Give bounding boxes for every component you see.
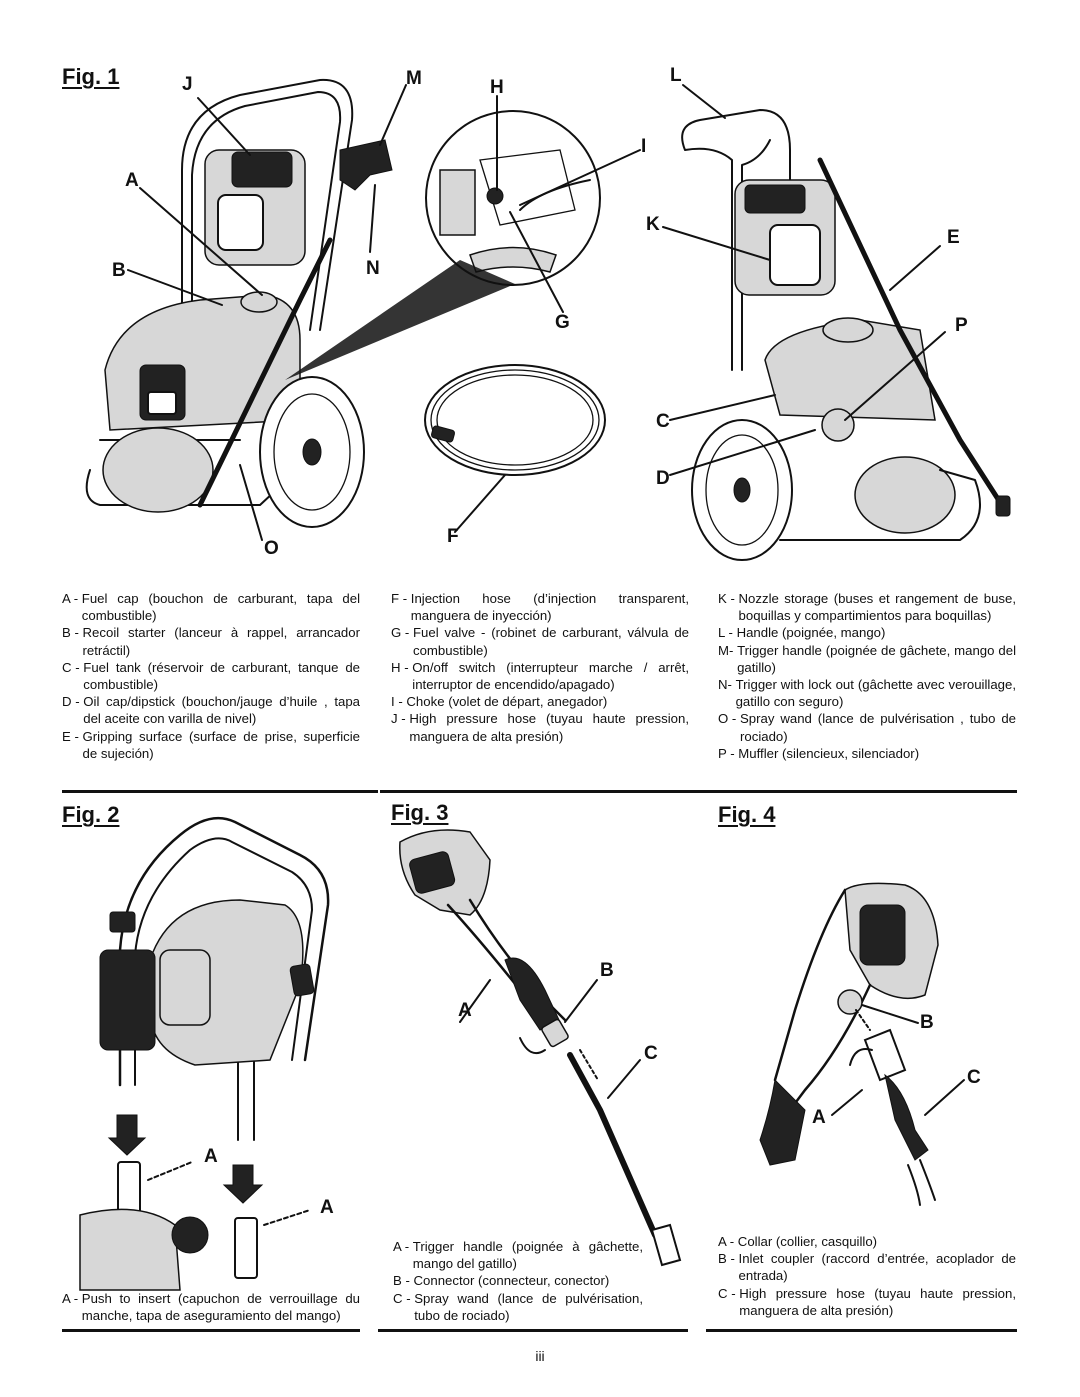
callout-p: P	[955, 315, 968, 336]
legend-item: F - Injection hose (d’injection transpar…	[391, 591, 689, 624]
legend-item: O - Spray wand (lance de pulvérisation ,…	[718, 711, 1016, 744]
legend-item: A - Fuel cap (bouchon de carburant, tapa…	[62, 591, 360, 624]
legend-item: C - Spray wand (lance de pulvérisation, …	[393, 1290, 643, 1323]
legend-item: G - Fuel valve - (robinet de carburant, …	[391, 625, 689, 658]
callout-j: J	[182, 74, 193, 95]
fig4-legend: A - Collar (collier, casquillo) B - Inle…	[718, 1233, 1016, 1319]
fig2-legend: A - Push to insert (capuchon de verrouil…	[62, 1290, 360, 1324]
fig3-callout-a: A	[458, 1000, 472, 1021]
legend-item: K - Nozzle storage (buses et rangement d…	[718, 591, 1016, 624]
callout-h: H	[490, 77, 504, 98]
legend-item: A - Collar (collier, casquillo)	[718, 1234, 878, 1249]
legend-item: B - Recoil starter (lanceur à rappel, ar…	[62, 625, 360, 658]
legend-item: C - High pressure hose (tuyau haute pres…	[718, 1285, 1016, 1318]
callout-d: D	[656, 468, 670, 489]
callout-b: B	[112, 260, 126, 281]
legend-item: B - Connector (connecteur, conector)	[393, 1273, 610, 1289]
page-number: iii	[535, 1348, 545, 1364]
callout-n: N	[366, 258, 380, 279]
fig4-title: Fig. 4	[718, 802, 776, 827]
fig4-bottom-rule	[706, 1329, 1017, 1332]
fig3-callout-b: B	[600, 960, 614, 981]
fig4-callout-a: A	[812, 1107, 826, 1128]
legend-item: H - On/off switch (interrupteur marche /…	[391, 659, 689, 693]
legend-item: A - Push to insert (capuchon de verrouil…	[62, 1291, 360, 1324]
section-divider	[62, 790, 1017, 793]
fig2-bottom-rule	[62, 1329, 360, 1332]
fig3-legend: A - Trigger handle (poignée à gâchette, …	[393, 1238, 643, 1324]
fig1-illustration	[85, 78, 1011, 561]
callout-m: M	[406, 68, 422, 89]
fig1-legend-col1: A - Fuel cap (bouchon de carburant, tapa…	[62, 590, 360, 762]
legend-item: M- Trigger handle (poignée de gâchete, m…	[718, 642, 1016, 675]
callout-g: G	[555, 312, 570, 333]
legend-item: E - Gripping surface (surface de prise, …	[62, 728, 360, 761]
callout-o: O	[264, 538, 279, 559]
callout-c: C	[656, 411, 670, 432]
legend-item: C - Fuel tank (réservoir de carburant, t…	[62, 659, 360, 693]
legend-item: J - High pressure hose (tuyau haute pres…	[391, 711, 689, 744]
fig4-callout-c: C	[967, 1067, 981, 1088]
fig3-callout-c: C	[644, 1043, 658, 1064]
zoom-detail	[425, 110, 601, 286]
legend-item: B - Inlet coupler (raccord d’entrée, aco…	[718, 1251, 1016, 1284]
muffler	[821, 408, 855, 442]
legend-item: D - Oil cap/dipstick (bouchon/jauge d’hu…	[62, 694, 360, 727]
callout-a: A	[125, 170, 139, 191]
callout-i: I	[641, 136, 647, 157]
callout-f: F	[447, 526, 459, 547]
fig1-legend-col2: F - Injection hose (d’injection transpar…	[391, 590, 689, 745]
fig3-title: Fig. 3	[391, 800, 449, 825]
legend-item: I - Choke (volet de départ, anegador)	[391, 694, 608, 710]
fig1-title: Fig. 1	[62, 64, 120, 89]
fig2-callout-a1: A	[204, 1146, 218, 1167]
legend-item: P - Muffler (silencieux, silenciador)	[718, 745, 920, 761]
callout-l: L	[670, 65, 682, 86]
callout-e: E	[947, 227, 960, 248]
legend-item: N- Trigger with lock out (gâchette avec …	[718, 677, 1016, 710]
fig2-title: Fig. 2	[62, 802, 120, 827]
legend-item: L - Handle (poignée, mango)	[718, 625, 886, 641]
fig4-callout-b: B	[920, 1012, 934, 1033]
fig3-bottom-rule	[378, 1329, 688, 1332]
callout-k: K	[646, 214, 660, 235]
fig2-callout-a2: A	[320, 1197, 334, 1218]
legend-item: A - Trigger handle (poignée à gâchette, …	[393, 1239, 643, 1272]
fig1-legend-col3: K - Nozzle storage (buses et rangement d…	[718, 590, 1016, 762]
